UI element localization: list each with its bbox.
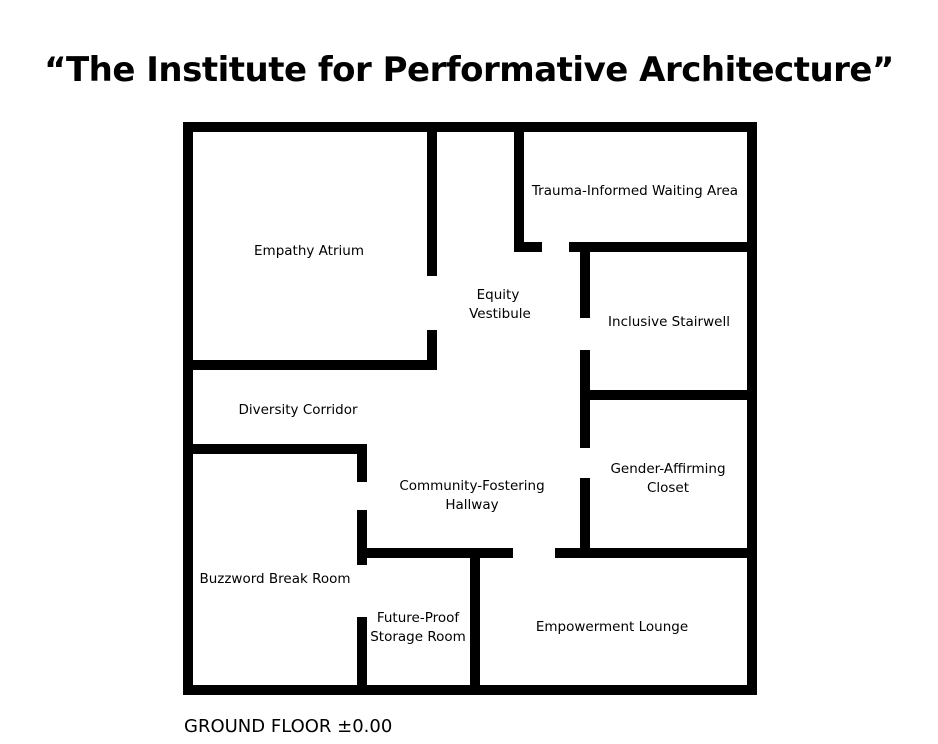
waiting-wall-left (514, 128, 524, 252)
outer-wall-top (183, 122, 757, 132)
storage-wall-right (470, 553, 480, 687)
atrium-wall-right-lower (427, 330, 437, 370)
closet-wall-left-lower (580, 478, 590, 552)
room-label-inclusive-stairwell: Inclusive Stairwell (608, 314, 730, 330)
corridor-wall-bottom (188, 444, 367, 454)
room-label-community-hallway-line1: Community-Fostering (399, 478, 544, 494)
room-labels: Empathy Atrium Trauma-Informed Waiting A… (199, 183, 738, 645)
walls (183, 122, 757, 695)
outer-wall-left (183, 122, 193, 695)
stairwell-wall-bottom (580, 390, 752, 400)
floor-level-label: GROUND FLOOR ±0.00 (184, 716, 393, 737)
waiting-wall-bottom (569, 242, 752, 252)
room-label-empathy-atrium: Empathy Atrium (254, 243, 364, 259)
room-label-future-proof-storage-line1: Future-Proof (377, 610, 461, 626)
room-label-future-proof-storage-line2: Storage Room (370, 629, 466, 645)
room-label-trauma-waiting-area: Trauma-Informed Waiting Area (531, 183, 738, 199)
room-label-gender-closet-line2: Closet (647, 480, 689, 496)
room-label-equity-vestibule-line2: Vestibule (469, 306, 531, 322)
outer-wall-right (747, 122, 757, 695)
break-room-wall-right-bottom (357, 617, 367, 690)
room-label-equity-vestibule-line1: Equity (477, 287, 520, 303)
room-label-gender-closet-line1: Gender-Affirming (610, 461, 725, 477)
hallway-wall-bottom-left (357, 548, 513, 558)
break-room-wall-right-lower (357, 510, 367, 565)
hallway-wall-bottom-right (555, 548, 752, 558)
break-room-wall-right-upper (357, 444, 367, 482)
room-label-community-hallway-line2: Hallway (445, 497, 498, 513)
stairwell-wall-left-upper (580, 242, 590, 318)
atrium-wall-right-upper (427, 128, 437, 276)
room-label-buzzword-break-room: Buzzword Break Room (199, 571, 350, 587)
outer-wall-bottom (183, 685, 757, 695)
atrium-wall-bottom (188, 360, 437, 370)
room-label-empowerment-lounge: Empowerment Lounge (536, 619, 688, 635)
room-label-diversity-corridor: Diversity Corridor (238, 402, 357, 418)
diagram-title: “The Institute for Performative Architec… (44, 50, 894, 90)
waiting-wall-stub (514, 242, 542, 252)
